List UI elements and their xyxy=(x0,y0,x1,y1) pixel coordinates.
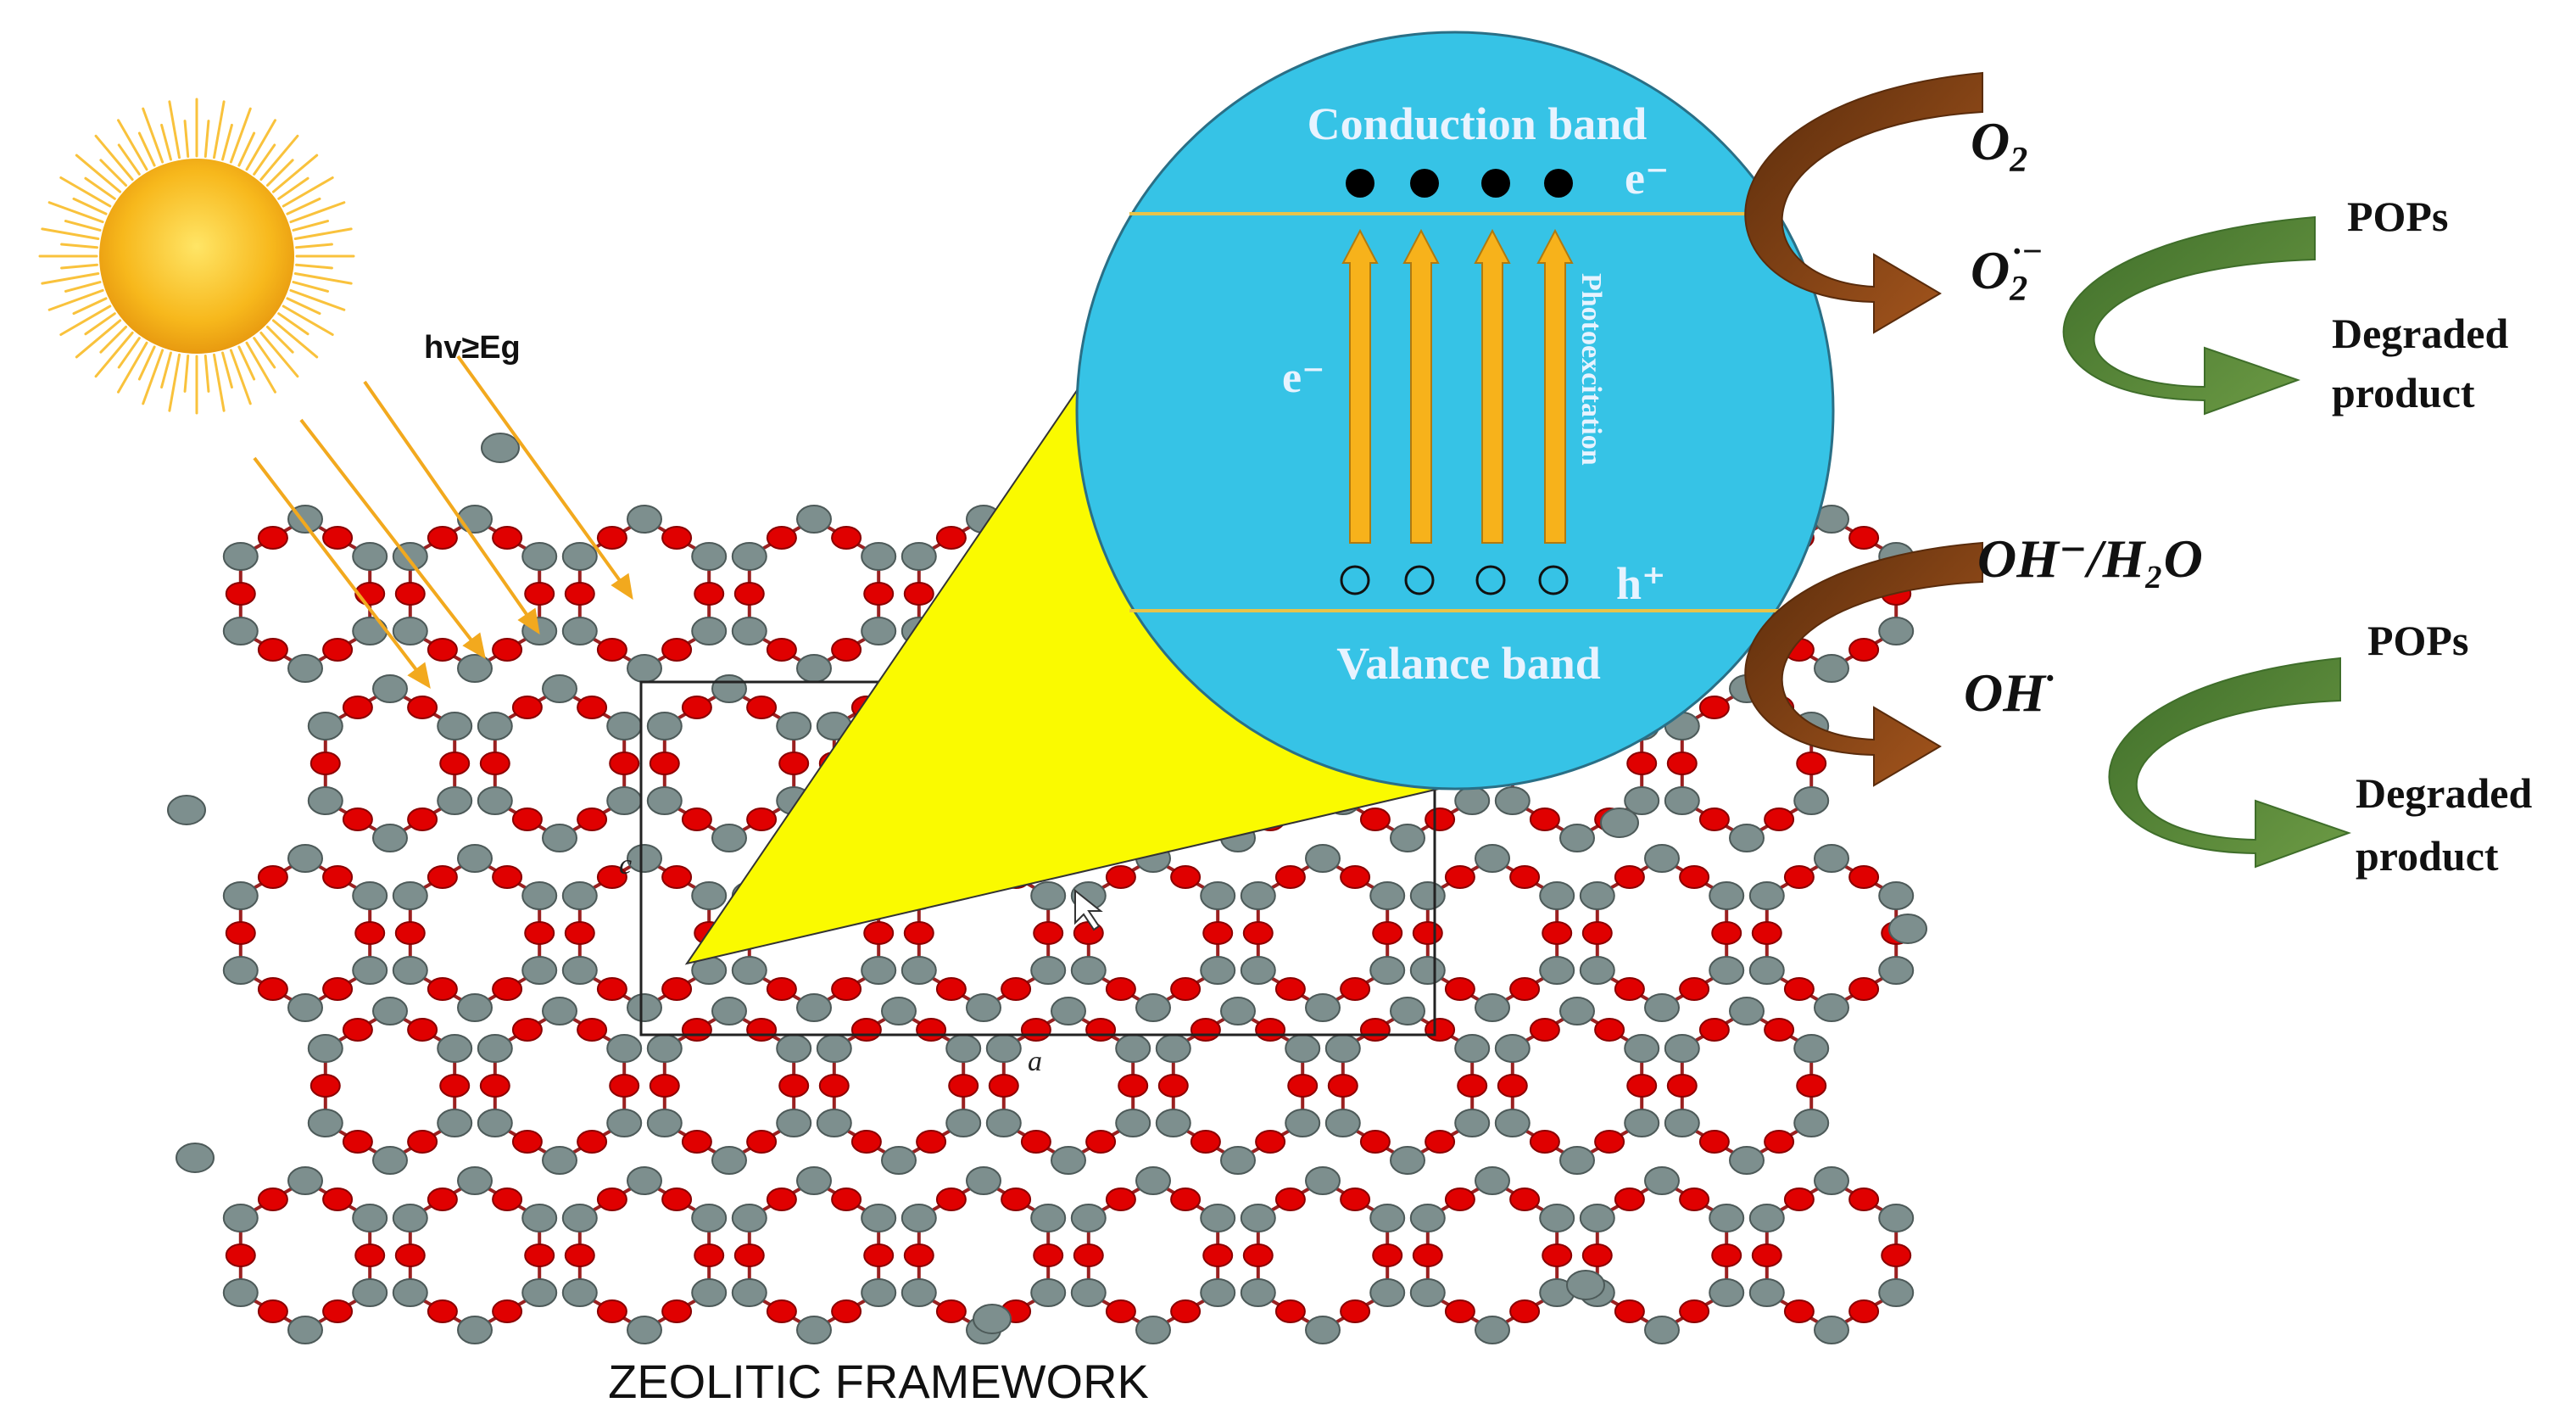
excitation-arrow xyxy=(1402,228,1440,544)
light-energy-label: hv≥Eg xyxy=(424,330,521,366)
cursor-icon xyxy=(1074,888,1103,931)
reduction-arrow xyxy=(1744,71,1983,334)
hole-circle xyxy=(1538,565,1569,595)
electron-dot xyxy=(1346,169,1374,198)
degraded-label-lower-2: product xyxy=(2356,832,2499,880)
superoxide-product: O2·− xyxy=(1971,232,2043,309)
hole-circle xyxy=(1340,565,1370,595)
axis-a-label: a xyxy=(1028,1046,1042,1077)
electron-dot xyxy=(1410,169,1439,198)
hole-label: h⁺ xyxy=(1616,558,1666,609)
photoexcitation-label: Photoexcitation xyxy=(1575,273,1607,466)
excitation-arrow xyxy=(1474,228,1511,544)
electron-dot xyxy=(1481,169,1510,198)
valence-band-label: Valance band xyxy=(1336,638,1601,689)
band-diagram: Conduction band Valance band e⁻ e⁻ h⁺ Ph… xyxy=(1075,31,1835,791)
axis-c-label: c xyxy=(619,849,632,880)
electron-dot xyxy=(1544,169,1573,198)
hole-circle xyxy=(1404,565,1435,595)
degradation-arrow-lower xyxy=(2108,657,2351,869)
band-circle xyxy=(1075,31,1835,791)
excitation-arrow xyxy=(1341,228,1379,544)
conduction-band-label: Conduction band xyxy=(1308,98,1648,149)
degradation-arrow-upper xyxy=(2062,215,2316,416)
hydroxide-water-reactant: OH⁻/H₂O xyxy=(1977,528,2203,589)
degraded-label-lower-1: Degraded xyxy=(2356,769,2532,817)
hole-row xyxy=(1340,565,1569,595)
oxidation-arrow xyxy=(1744,541,1983,787)
electron-row xyxy=(1346,169,1573,198)
pops-label-lower: POPs xyxy=(2367,617,2468,664)
o2-reactant: O2 xyxy=(1971,111,2027,180)
electron-label-side: e⁻ xyxy=(1282,354,1325,402)
excitation-arrow xyxy=(1536,228,1574,544)
framework-title: ZEOLITIC FRAMEWORK xyxy=(608,1355,1149,1408)
degraded-label-upper-2: product xyxy=(2332,369,2475,416)
light-rays xyxy=(253,355,633,689)
sun-icon xyxy=(38,98,355,415)
degraded-label-upper-1: Degraded xyxy=(2332,310,2508,357)
hydroxyl-radical-product: OH· xyxy=(1964,657,2055,723)
pops-label-upper: POPs xyxy=(2347,193,2448,240)
hole-circle xyxy=(1475,565,1506,595)
electron-label-top: e⁻ xyxy=(1625,153,1669,204)
excitation-arrows xyxy=(1341,228,1574,544)
